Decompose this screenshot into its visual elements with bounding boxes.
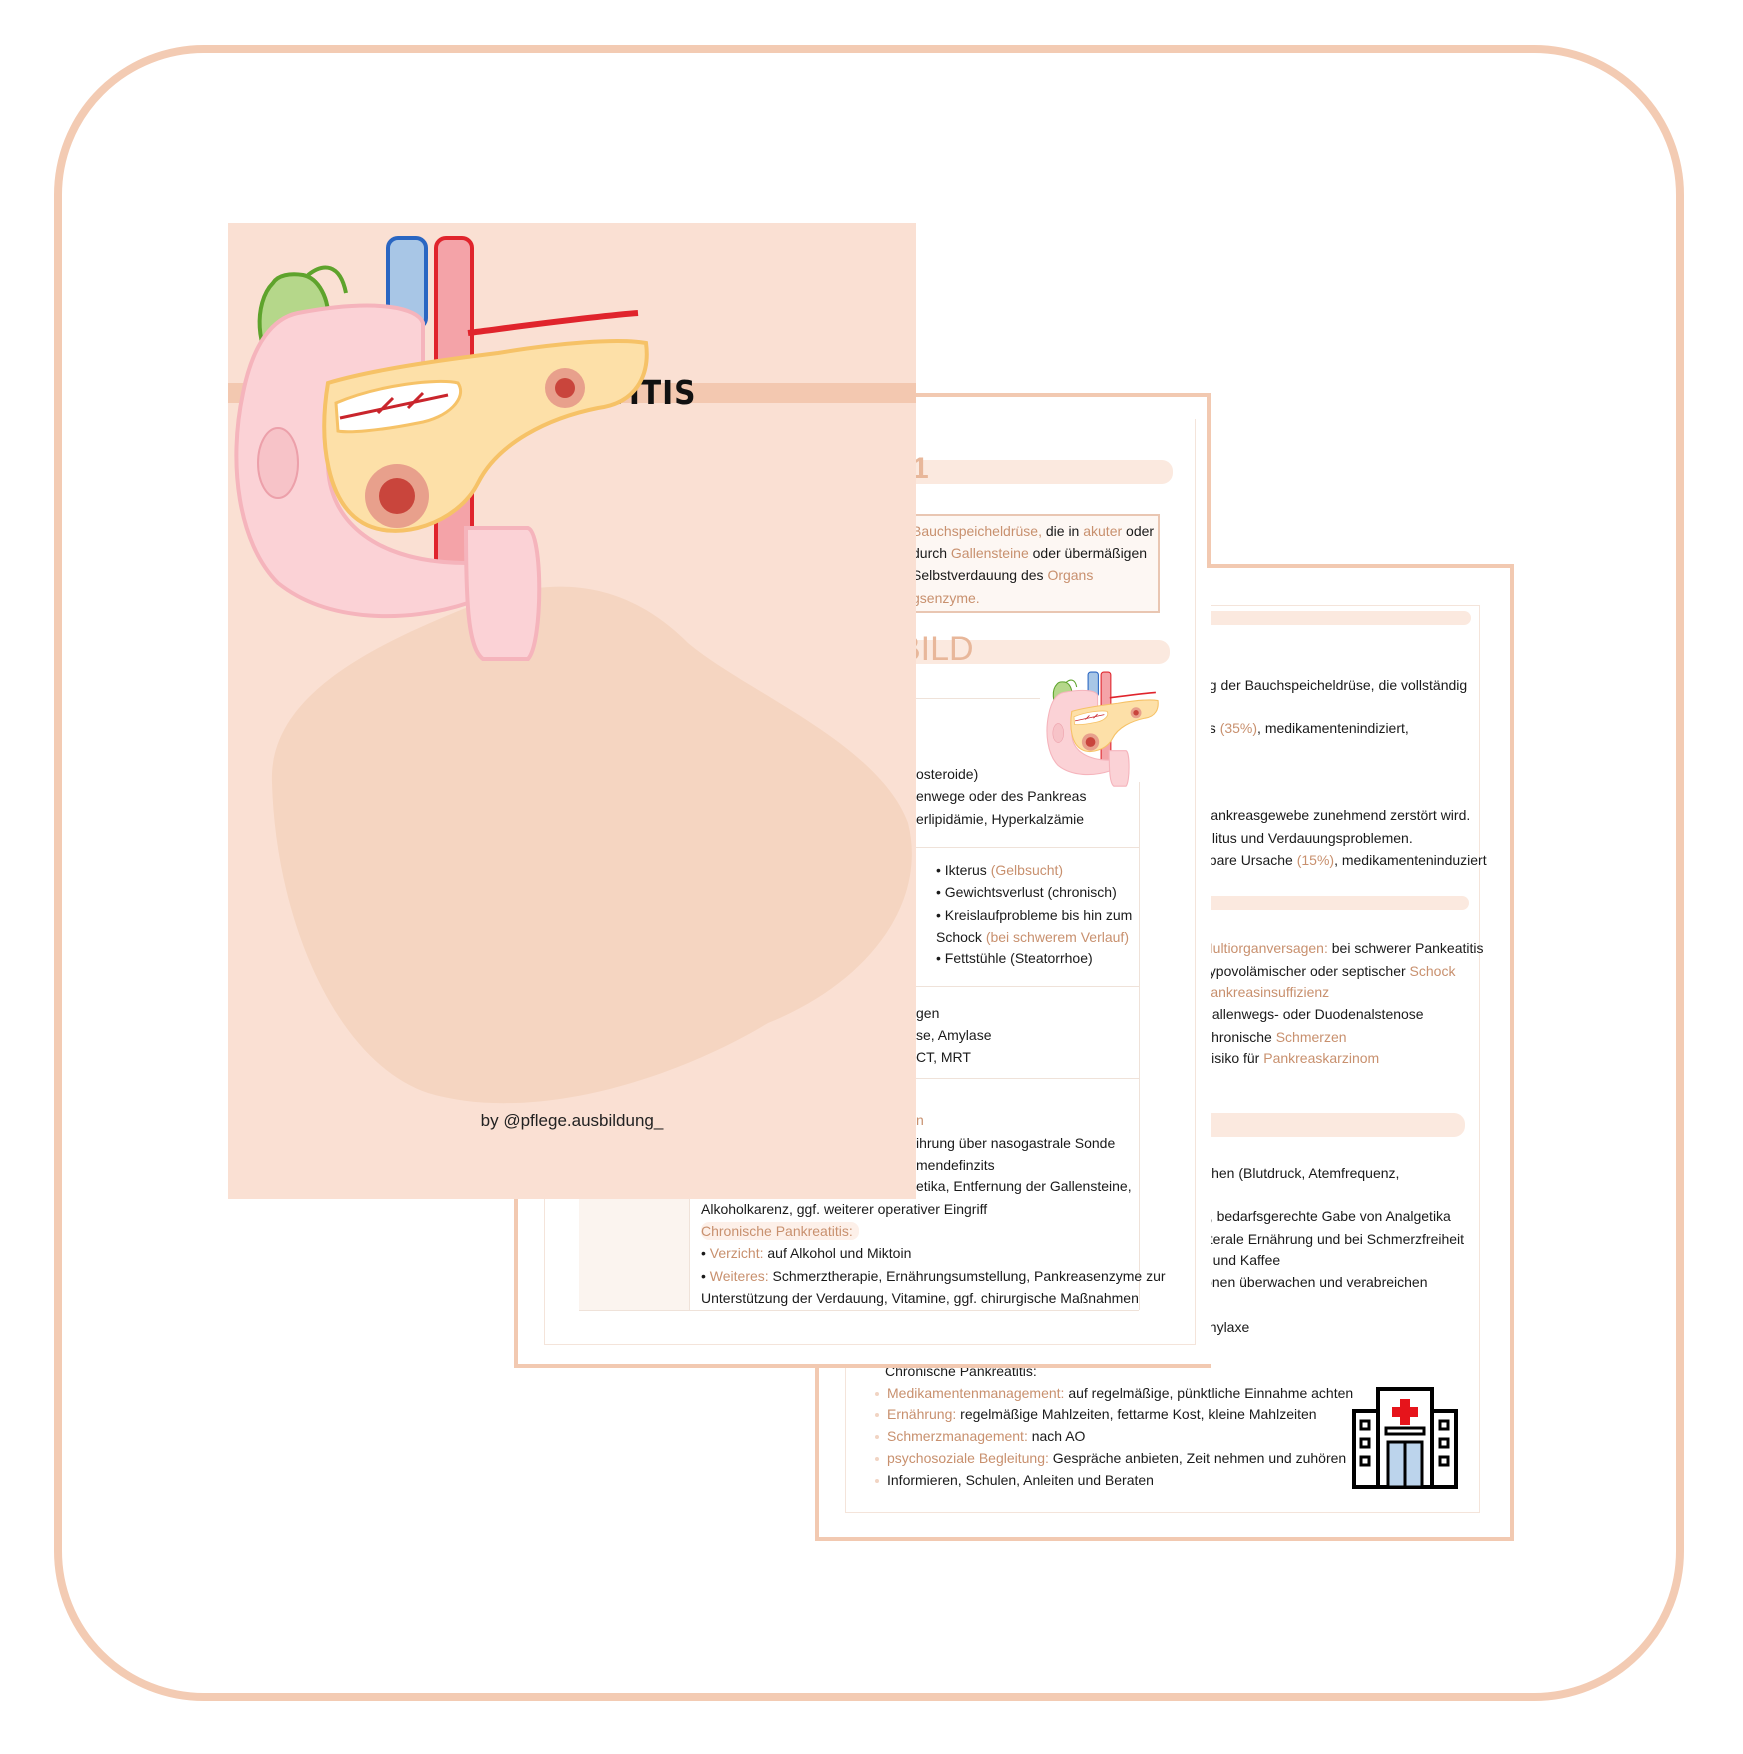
outer-frame bbox=[54, 45, 1684, 1701]
cover-page: PANKREATITIS by @pflege.ausbildung_ bbox=[228, 223, 916, 1199]
pancreas-illustration bbox=[228, 223, 912, 1104]
author-byline: by @pflege.ausbildung_ bbox=[480, 1111, 664, 1130]
background-blob bbox=[271, 586, 912, 1104]
page-2-right-border bbox=[1207, 393, 1211, 568]
